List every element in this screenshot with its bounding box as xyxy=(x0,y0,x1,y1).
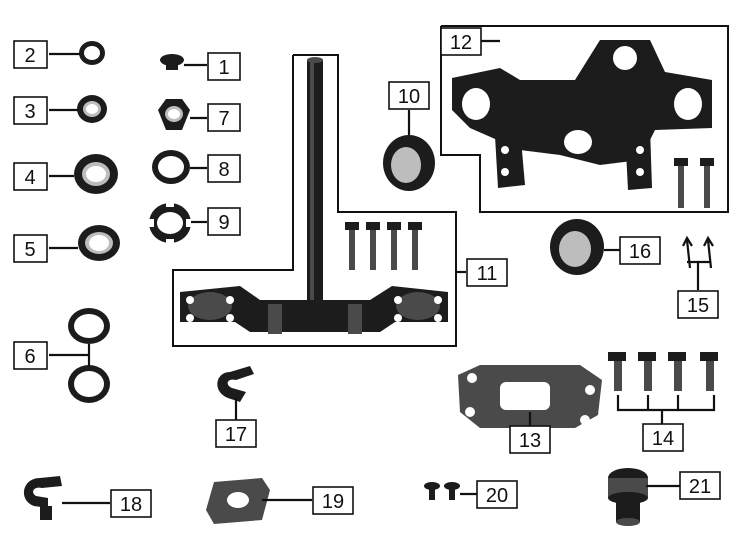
part-6-seal-rings xyxy=(68,308,110,403)
callout-label-13: 13 xyxy=(519,430,541,452)
part-15-pins xyxy=(682,235,714,290)
callout-label-3: 3 xyxy=(24,101,35,123)
callout-9: 9 xyxy=(207,207,241,236)
part-11-bolts xyxy=(345,222,422,270)
callout-15: 15 xyxy=(677,290,719,319)
callout-18: 18 xyxy=(110,489,152,518)
part-18-hook xyxy=(23,476,62,520)
callout-label-20: 20 xyxy=(486,485,508,507)
part-14-bolts xyxy=(608,352,718,424)
callout-label-9: 9 xyxy=(218,212,229,234)
callout-label-1: 1 xyxy=(218,57,229,79)
part-3-bearing xyxy=(77,95,107,123)
callout-label-7: 7 xyxy=(218,108,229,130)
callout-20: 20 xyxy=(476,480,518,509)
part-4-bearing xyxy=(74,154,118,194)
callout-21: 21 xyxy=(679,471,721,500)
leader-lines xyxy=(49,39,680,505)
part-11-steering-stem-assembly xyxy=(172,54,457,347)
part-16-bushing xyxy=(550,219,604,275)
callout-label-12: 12 xyxy=(450,32,472,54)
callout-16: 16 xyxy=(619,236,661,265)
callout-12: 12 xyxy=(440,27,482,56)
callout-10: 10 xyxy=(388,81,430,110)
callout-4: 4 xyxy=(13,162,48,191)
callout-label-16: 16 xyxy=(629,241,651,263)
callout-11: 11 xyxy=(466,258,508,287)
callout-label-2: 2 xyxy=(24,45,35,67)
part-19-cable-guide xyxy=(206,478,270,524)
part-10-bushing xyxy=(383,135,435,191)
callout-13: 13 xyxy=(509,425,551,454)
callout-6: 6 xyxy=(13,341,48,370)
part-21-stem-cap xyxy=(608,468,648,526)
callout-label-21: 21 xyxy=(689,476,711,498)
part-13-clamp-plate xyxy=(458,365,602,428)
callout-17: 17 xyxy=(215,419,257,448)
callout-1: 1 xyxy=(207,52,241,81)
part-17-clip xyxy=(217,366,254,414)
part-8-washer xyxy=(152,150,190,184)
callout-2: 2 xyxy=(13,40,48,69)
callout-label-5: 5 xyxy=(24,239,35,261)
callout-label-4: 4 xyxy=(24,167,35,189)
part-12-upper-clamp-assembly xyxy=(440,25,729,213)
callout-3: 3 xyxy=(13,96,48,125)
callout-label-8: 8 xyxy=(218,159,229,181)
callout-label-18: 18 xyxy=(120,494,142,516)
callout-label-11: 11 xyxy=(477,263,498,285)
callout-14: 14 xyxy=(642,423,684,452)
callout-label-15: 15 xyxy=(687,295,709,317)
part-1-cap xyxy=(160,54,184,70)
callout-label-19: 19 xyxy=(322,491,344,513)
part-7-hex-nut xyxy=(158,99,190,130)
part-2-ring xyxy=(79,41,105,65)
callout-8: 8 xyxy=(207,154,241,183)
callout-5: 5 xyxy=(13,234,48,263)
callout-label-17: 17 xyxy=(225,424,247,446)
part-9-castle-nut xyxy=(148,201,192,245)
callout-label-6: 6 xyxy=(24,346,35,368)
part-20-screws xyxy=(424,482,460,500)
callout-label-10: 10 xyxy=(398,86,420,108)
callout-label-14: 14 xyxy=(652,428,674,450)
callout-7: 7 xyxy=(207,103,241,132)
callout-19: 19 xyxy=(312,486,354,515)
part-5-race xyxy=(78,225,120,261)
